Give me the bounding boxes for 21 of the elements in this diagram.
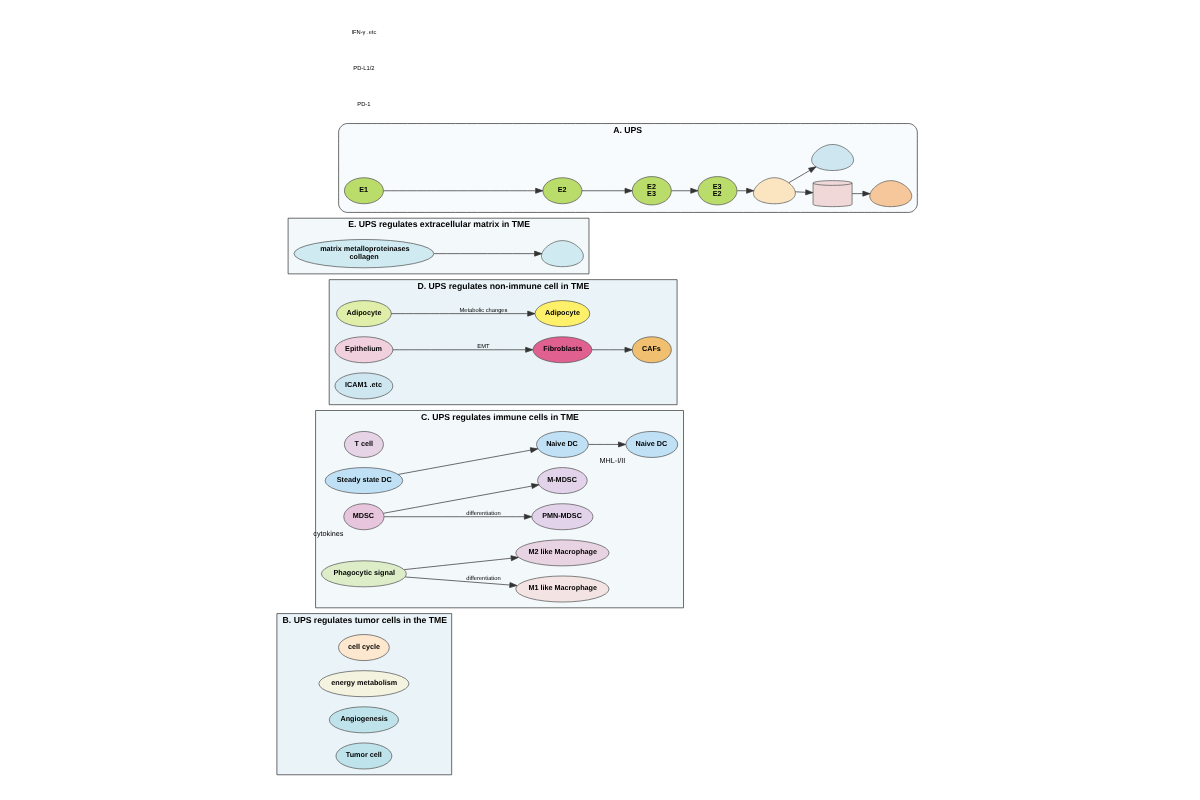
arrow (397, 447, 539, 475)
arrow (588, 441, 627, 448)
arrow (736, 187, 755, 194)
arrow (390, 310, 536, 317)
arrow (403, 555, 519, 570)
arrow (383, 483, 540, 514)
arrow (581, 187, 633, 194)
arrow (794, 189, 814, 196)
arrow (851, 190, 871, 197)
arrow (433, 250, 543, 257)
node-picture (811, 144, 854, 171)
arrow (591, 346, 633, 353)
node-picture (869, 180, 913, 207)
arrow (404, 576, 518, 588)
node-picture (541, 240, 584, 267)
arrow (383, 187, 544, 194)
node-picture (753, 177, 796, 205)
arrow (383, 513, 532, 520)
arrow (392, 346, 534, 353)
arrow (671, 187, 699, 194)
arrow (788, 166, 817, 184)
